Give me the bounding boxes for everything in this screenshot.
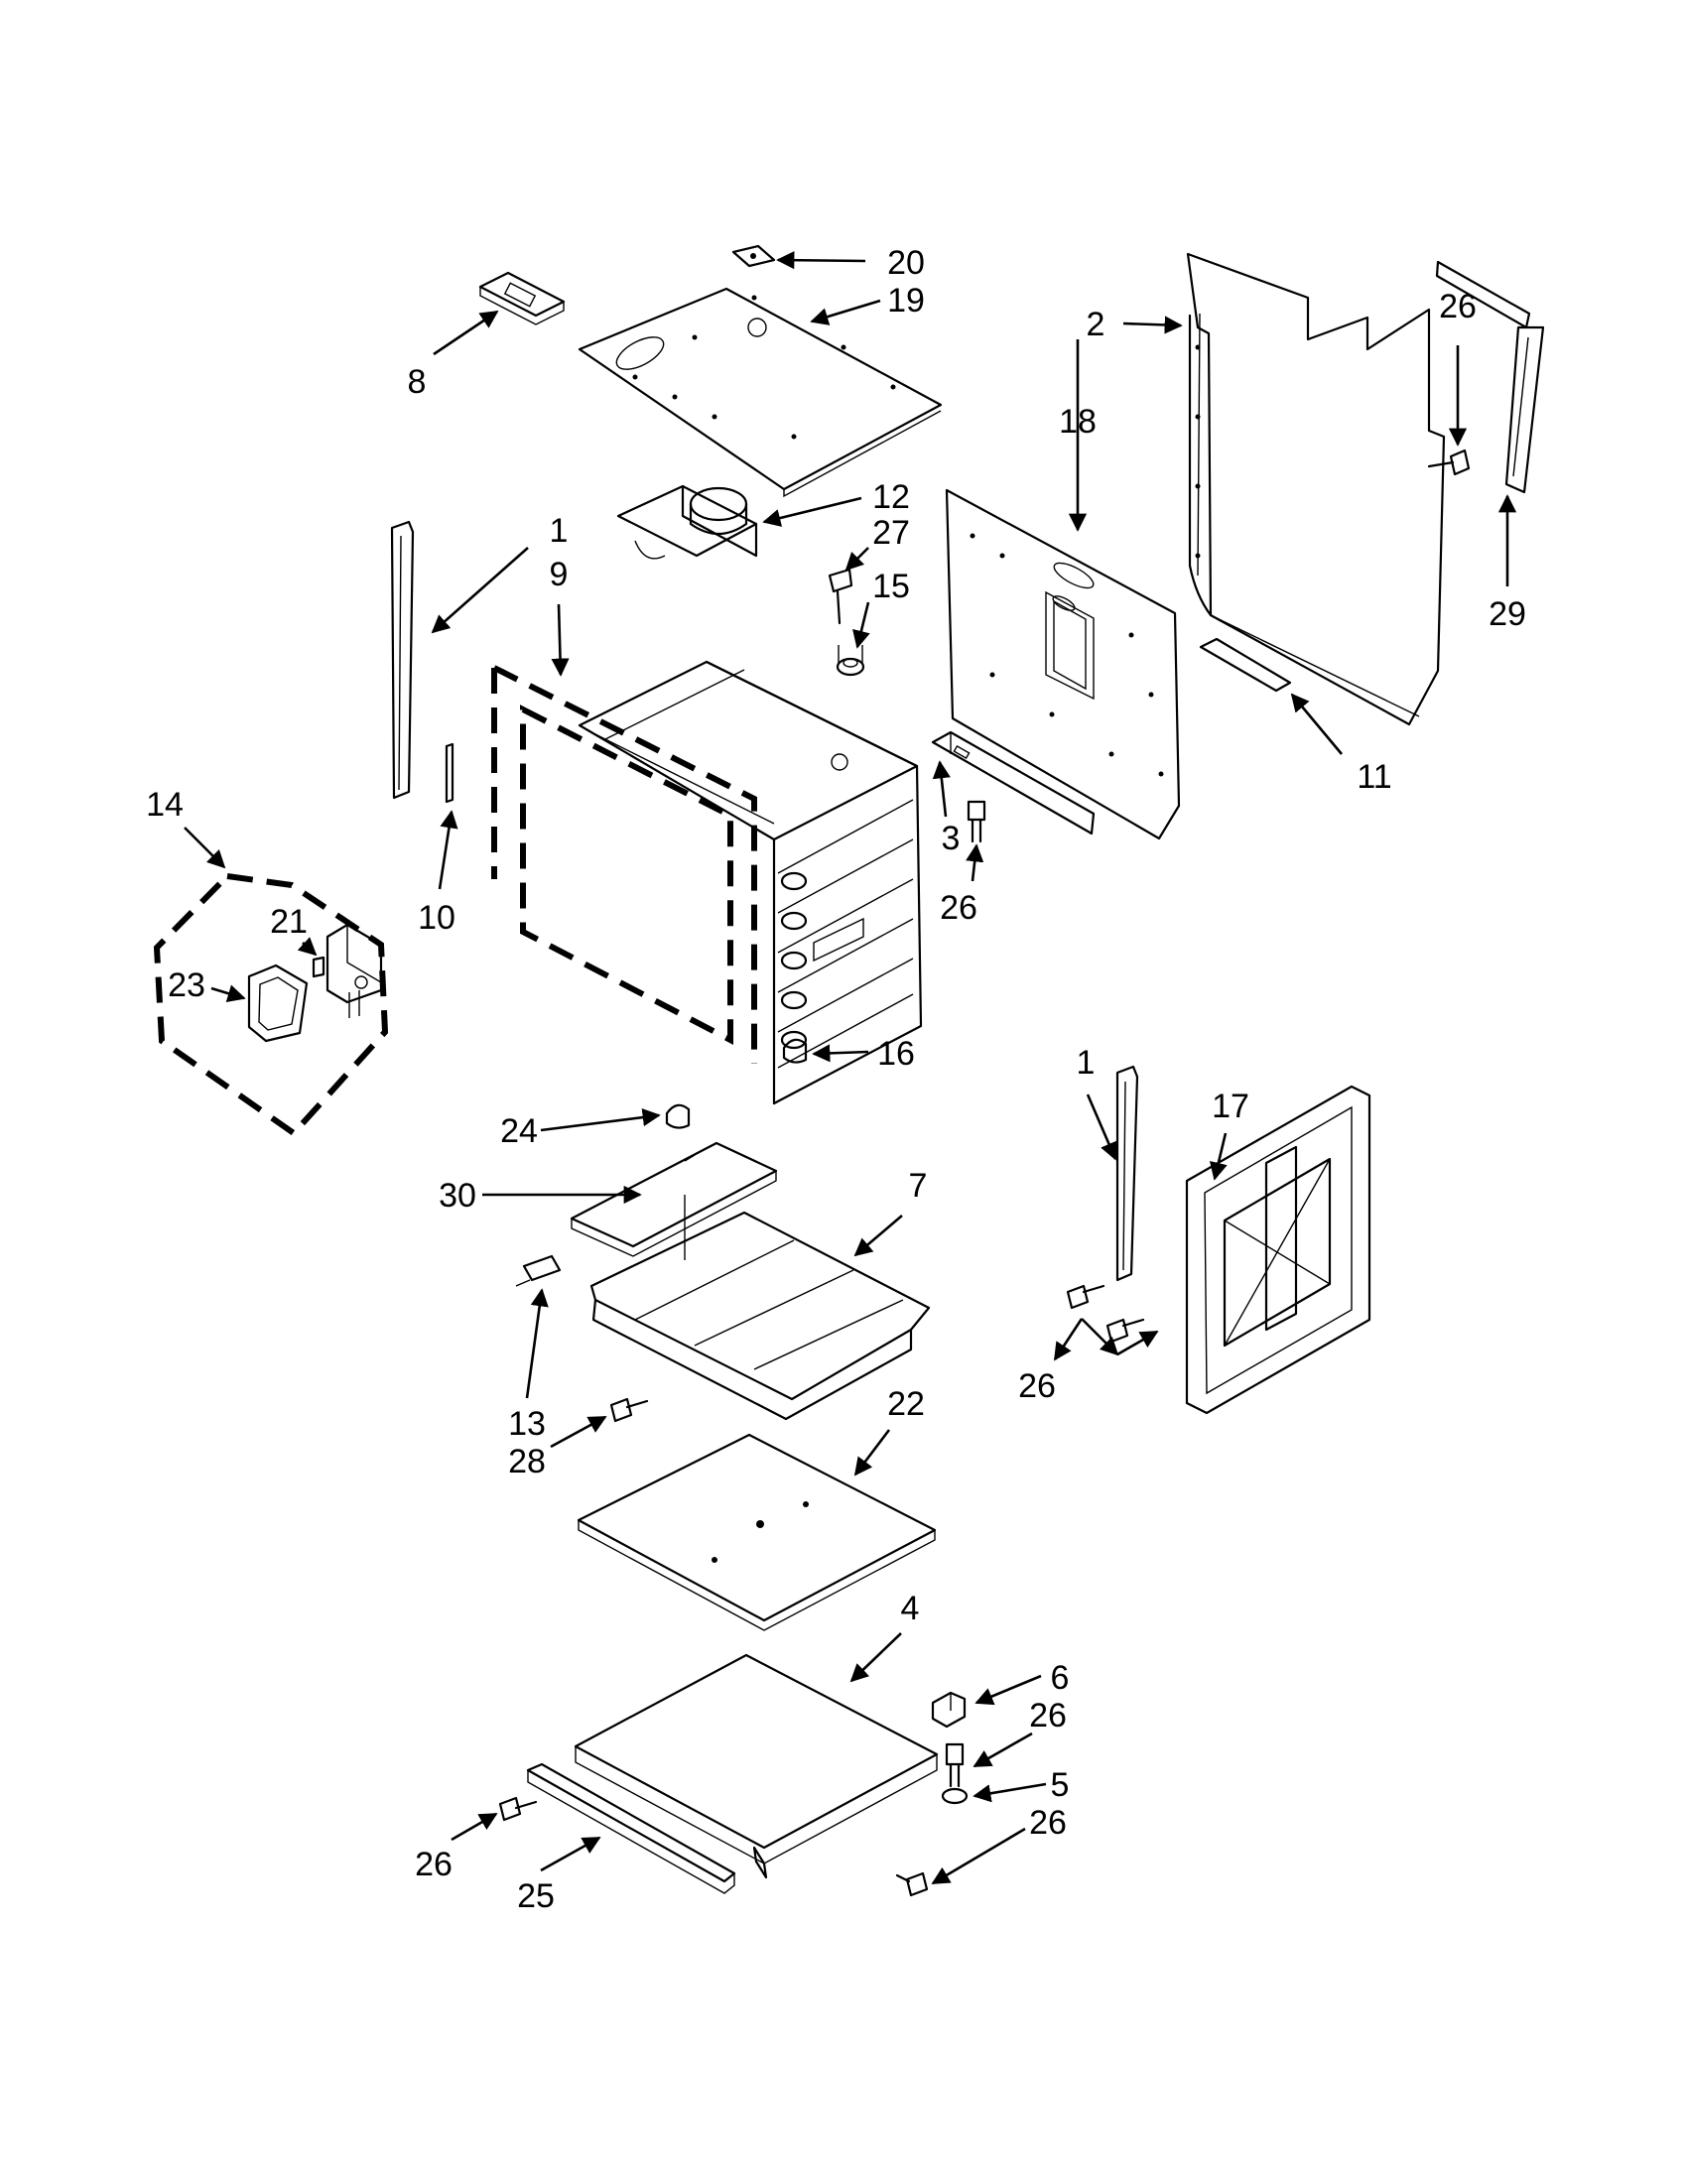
part-9-oven-cavity [578, 660, 923, 1105]
callout-26-channel: 26 [940, 889, 977, 927]
part-8-bracket [478, 271, 566, 325]
callout-2: 2 [1087, 306, 1105, 343]
callout-6: 6 [1051, 1659, 1070, 1697]
callout-29: 29 [1489, 595, 1526, 633]
callout-23: 23 [168, 966, 205, 1004]
callout-20: 20 [887, 244, 925, 282]
part-26-leveling-leg [945, 1742, 965, 1788]
part-23-frame [247, 964, 309, 1043]
part-5-washer [941, 1787, 969, 1805]
part-26-screw-channel [967, 800, 986, 843]
callout-22: 22 [887, 1385, 925, 1423]
part-3-channel [931, 730, 1096, 835]
callout-26-leg: 26 [1029, 1697, 1067, 1734]
callout-16: 16 [877, 1035, 915, 1073]
part-12-fan-motor [616, 484, 758, 560]
callout-26-right: 26 [1018, 1367, 1056, 1405]
part-15-grommet [836, 645, 865, 677]
callout-13: 13 [508, 1405, 546, 1443]
callout-28: 28 [508, 1443, 546, 1480]
part-26-screw-top-right [1427, 449, 1471, 476]
part-18-insulation-panel [945, 488, 1181, 840]
callout-10: 10 [418, 899, 455, 937]
part-9-frame-dashed [491, 665, 757, 1064]
callout-1-left: 1 [550, 512, 569, 550]
callout-4: 4 [901, 1590, 920, 1627]
callout-21: 21 [270, 903, 308, 941]
callout-27: 27 [872, 514, 910, 552]
part-17-inner-door-panel [1185, 1085, 1371, 1415]
part-1-side-trim-right [1115, 1065, 1139, 1282]
part-19-top-panel [578, 287, 943, 498]
leader-arrows [184, 251, 1517, 1885]
part-14-housing [325, 923, 383, 1018]
callout-8: 8 [408, 363, 427, 401]
part-20-small-plate [731, 244, 776, 268]
part-16-knob [782, 1038, 808, 1064]
callout-12: 12 [872, 478, 910, 516]
callout-30: 30 [439, 1177, 476, 1215]
part-28-screw [609, 1397, 649, 1423]
part-21-bulb [312, 956, 325, 978]
callout-24: 24 [500, 1112, 538, 1150]
part-4-base-tray [574, 1653, 939, 1879]
part-26-screw-bottom-right [895, 1871, 929, 1897]
callout-19: 19 [887, 282, 925, 320]
callout-15: 15 [872, 568, 910, 605]
callout-14: 14 [146, 786, 184, 824]
part-6-clip [931, 1691, 967, 1729]
part-10-small-bracket [445, 742, 454, 804]
part-26-screws-right [1066, 1284, 1145, 1344]
callout-18: 18 [1059, 403, 1097, 441]
callout-1-right: 1 [1077, 1044, 1096, 1082]
callout-25: 25 [517, 1877, 555, 1915]
callout-26-bottom-left: 26 [415, 1846, 453, 1883]
part-29-trim-strip [1435, 260, 1545, 494]
callout-labels: 20 19 8 2 26 18 29 12 27 15 1 9 11 3 26 … [146, 244, 1526, 1915]
part-24-knob [665, 1103, 691, 1129]
callout-3: 3 [942, 820, 961, 857]
part-2-rear-panel [1186, 252, 1446, 726]
part-22-bottom-panel [577, 1433, 937, 1631]
callout-5: 5 [1051, 1766, 1070, 1804]
part-1-side-trim-left [390, 520, 415, 800]
part-26-screw-bottom-left [498, 1796, 538, 1822]
part-30-shield [570, 1141, 778, 1257]
callout-17: 17 [1212, 1088, 1249, 1125]
callout-26-top: 26 [1439, 288, 1477, 325]
callout-9: 9 [550, 556, 569, 593]
part-7-oven-bottom [589, 1195, 931, 1421]
callout-11: 11 [1357, 758, 1391, 796]
callout-7: 7 [909, 1167, 928, 1205]
part-27-screw [828, 568, 853, 625]
part-25-rail [526, 1762, 736, 1894]
part-13-sensor [515, 1254, 562, 1287]
part-11-strip [1199, 637, 1292, 693]
callout-26-bottom-right: 26 [1029, 1804, 1067, 1842]
part-14-control-box [153, 872, 389, 1137]
